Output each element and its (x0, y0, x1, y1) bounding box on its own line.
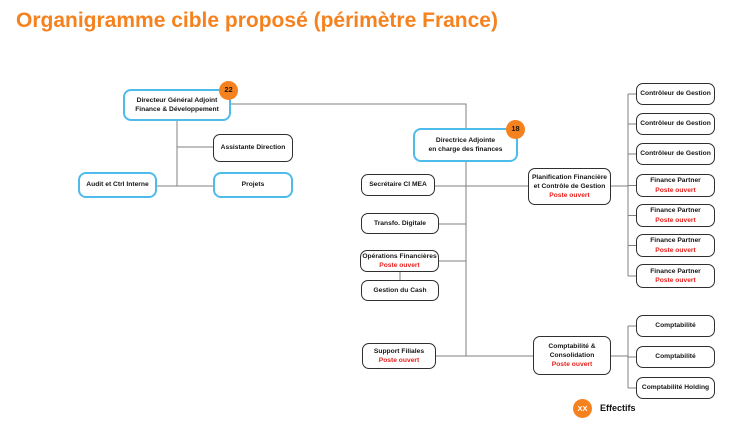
node-label: Planification Financière (531, 173, 608, 181)
org-node-projets: Projets (213, 172, 293, 198)
node-label: Opérations Financières (362, 252, 437, 260)
org-node-assistante-direction: Assistante Direction (213, 134, 293, 162)
node-label: Finance & Développement (135, 106, 219, 113)
open-position-label: Poste ouvert (379, 262, 420, 269)
org-node-finance-partner-2: Finance Partner Poste ouvert (636, 204, 715, 227)
org-node-finance-partner-3: Finance Partner Poste ouvert (636, 234, 715, 257)
org-node-secretaire-ci-mea: Secrétaire CI MEA (361, 174, 435, 196)
org-node-finance-partner-4: Finance Partner Poste ouvert (636, 264, 715, 288)
headcount-badge-directrice: 18 (506, 120, 525, 139)
node-label: Finance Partner (650, 207, 701, 215)
org-node-gestion-du-cash: Gestion du Cash (361, 280, 439, 301)
node-label: Comptabilité Holding (641, 384, 710, 392)
open-position-label: Poste ouvert (655, 186, 696, 194)
node-label: Assistante Direction (220, 144, 286, 152)
node-label: Comptabilité (655, 322, 696, 330)
node-label: Consolidation (549, 351, 595, 359)
org-node-comptabilite-consolidation: Comptabilité & Consolidation Poste ouver… (533, 336, 611, 375)
node-label: Finance Partner (650, 267, 701, 275)
org-node-finance-partner-1: Finance Partner Poste ouvert (636, 174, 715, 197)
legend-label: Effectifs (600, 403, 636, 413)
org-node-comptabilite-holding: Comptabilité Holding (636, 377, 715, 399)
node-label: Gestion du Cash (373, 286, 427, 294)
node-label: Contrôleur de Gestion (640, 150, 711, 158)
node-label: Finance Partner (650, 177, 701, 185)
node-label: Finance Partner (650, 237, 701, 245)
org-node-comptabilite-1: Comptabilité (636, 315, 715, 337)
node-label: Comptabilité & (548, 342, 596, 350)
node-label: et Contrôle de Gestion (533, 182, 606, 190)
org-node-directrice-adjointe: 18 Directrice Adjointe en charge des fin… (413, 120, 525, 162)
node-label: Audit et Ctrl Interne (86, 181, 149, 189)
open-position-label: Poste ouvert (551, 361, 593, 369)
open-position-label: Poste ouvert (549, 192, 590, 200)
open-position-label: Poste ouvert (655, 277, 696, 284)
node-label: Contrôleur de Gestion (640, 120, 711, 128)
node-label: Support Filiales (373, 347, 425, 355)
node-label: Transfo. Digitale (373, 219, 427, 227)
node-label: Comptabilité (655, 353, 696, 361)
open-position-label: Poste ouvert (655, 216, 696, 224)
node-label: Directrice Adjointe (435, 136, 496, 144)
org-node-controleur-gestion-1: Contrôleur de Gestion (636, 83, 715, 105)
node-label: Contrôleur de Gestion (640, 90, 711, 98)
org-node-dga: 22 Directeur Général Adjoint Finance & D… (123, 81, 238, 121)
open-position-label: Poste ouvert (378, 357, 420, 364)
node-label: Secrétaire CI MEA (369, 181, 427, 189)
org-node-audit-ctrl-interne: Audit et Ctrl Interne (78, 172, 157, 198)
headcount-badge-dga: 22 (219, 81, 238, 100)
node-label: en charge des finances (428, 146, 503, 153)
org-node-controleur-gestion-3: Contrôleur de Gestion (636, 143, 715, 165)
org-node-support-filiales: Support Filiales Poste ouvert (362, 343, 436, 369)
org-node-controleur-gestion-2: Contrôleur de Gestion (636, 113, 715, 135)
org-node-planification-financiere: Planification Financière et Contrôle de … (528, 168, 611, 205)
legend-headcount-badge: XX (573, 399, 592, 418)
node-label: Directeur Général Adjoint (136, 96, 218, 104)
node-label: Projets (241, 181, 265, 189)
org-node-comptabilite-2: Comptabilité (636, 346, 715, 368)
org-node-operations-financieres: Opérations Financières Poste ouvert (360, 250, 439, 272)
page-title: Organigramme cible proposé (périmètre Fr… (16, 9, 498, 32)
open-position-label: Poste ouvert (655, 246, 696, 254)
org-node-transfo-digitale: Transfo. Digitale (361, 213, 439, 234)
